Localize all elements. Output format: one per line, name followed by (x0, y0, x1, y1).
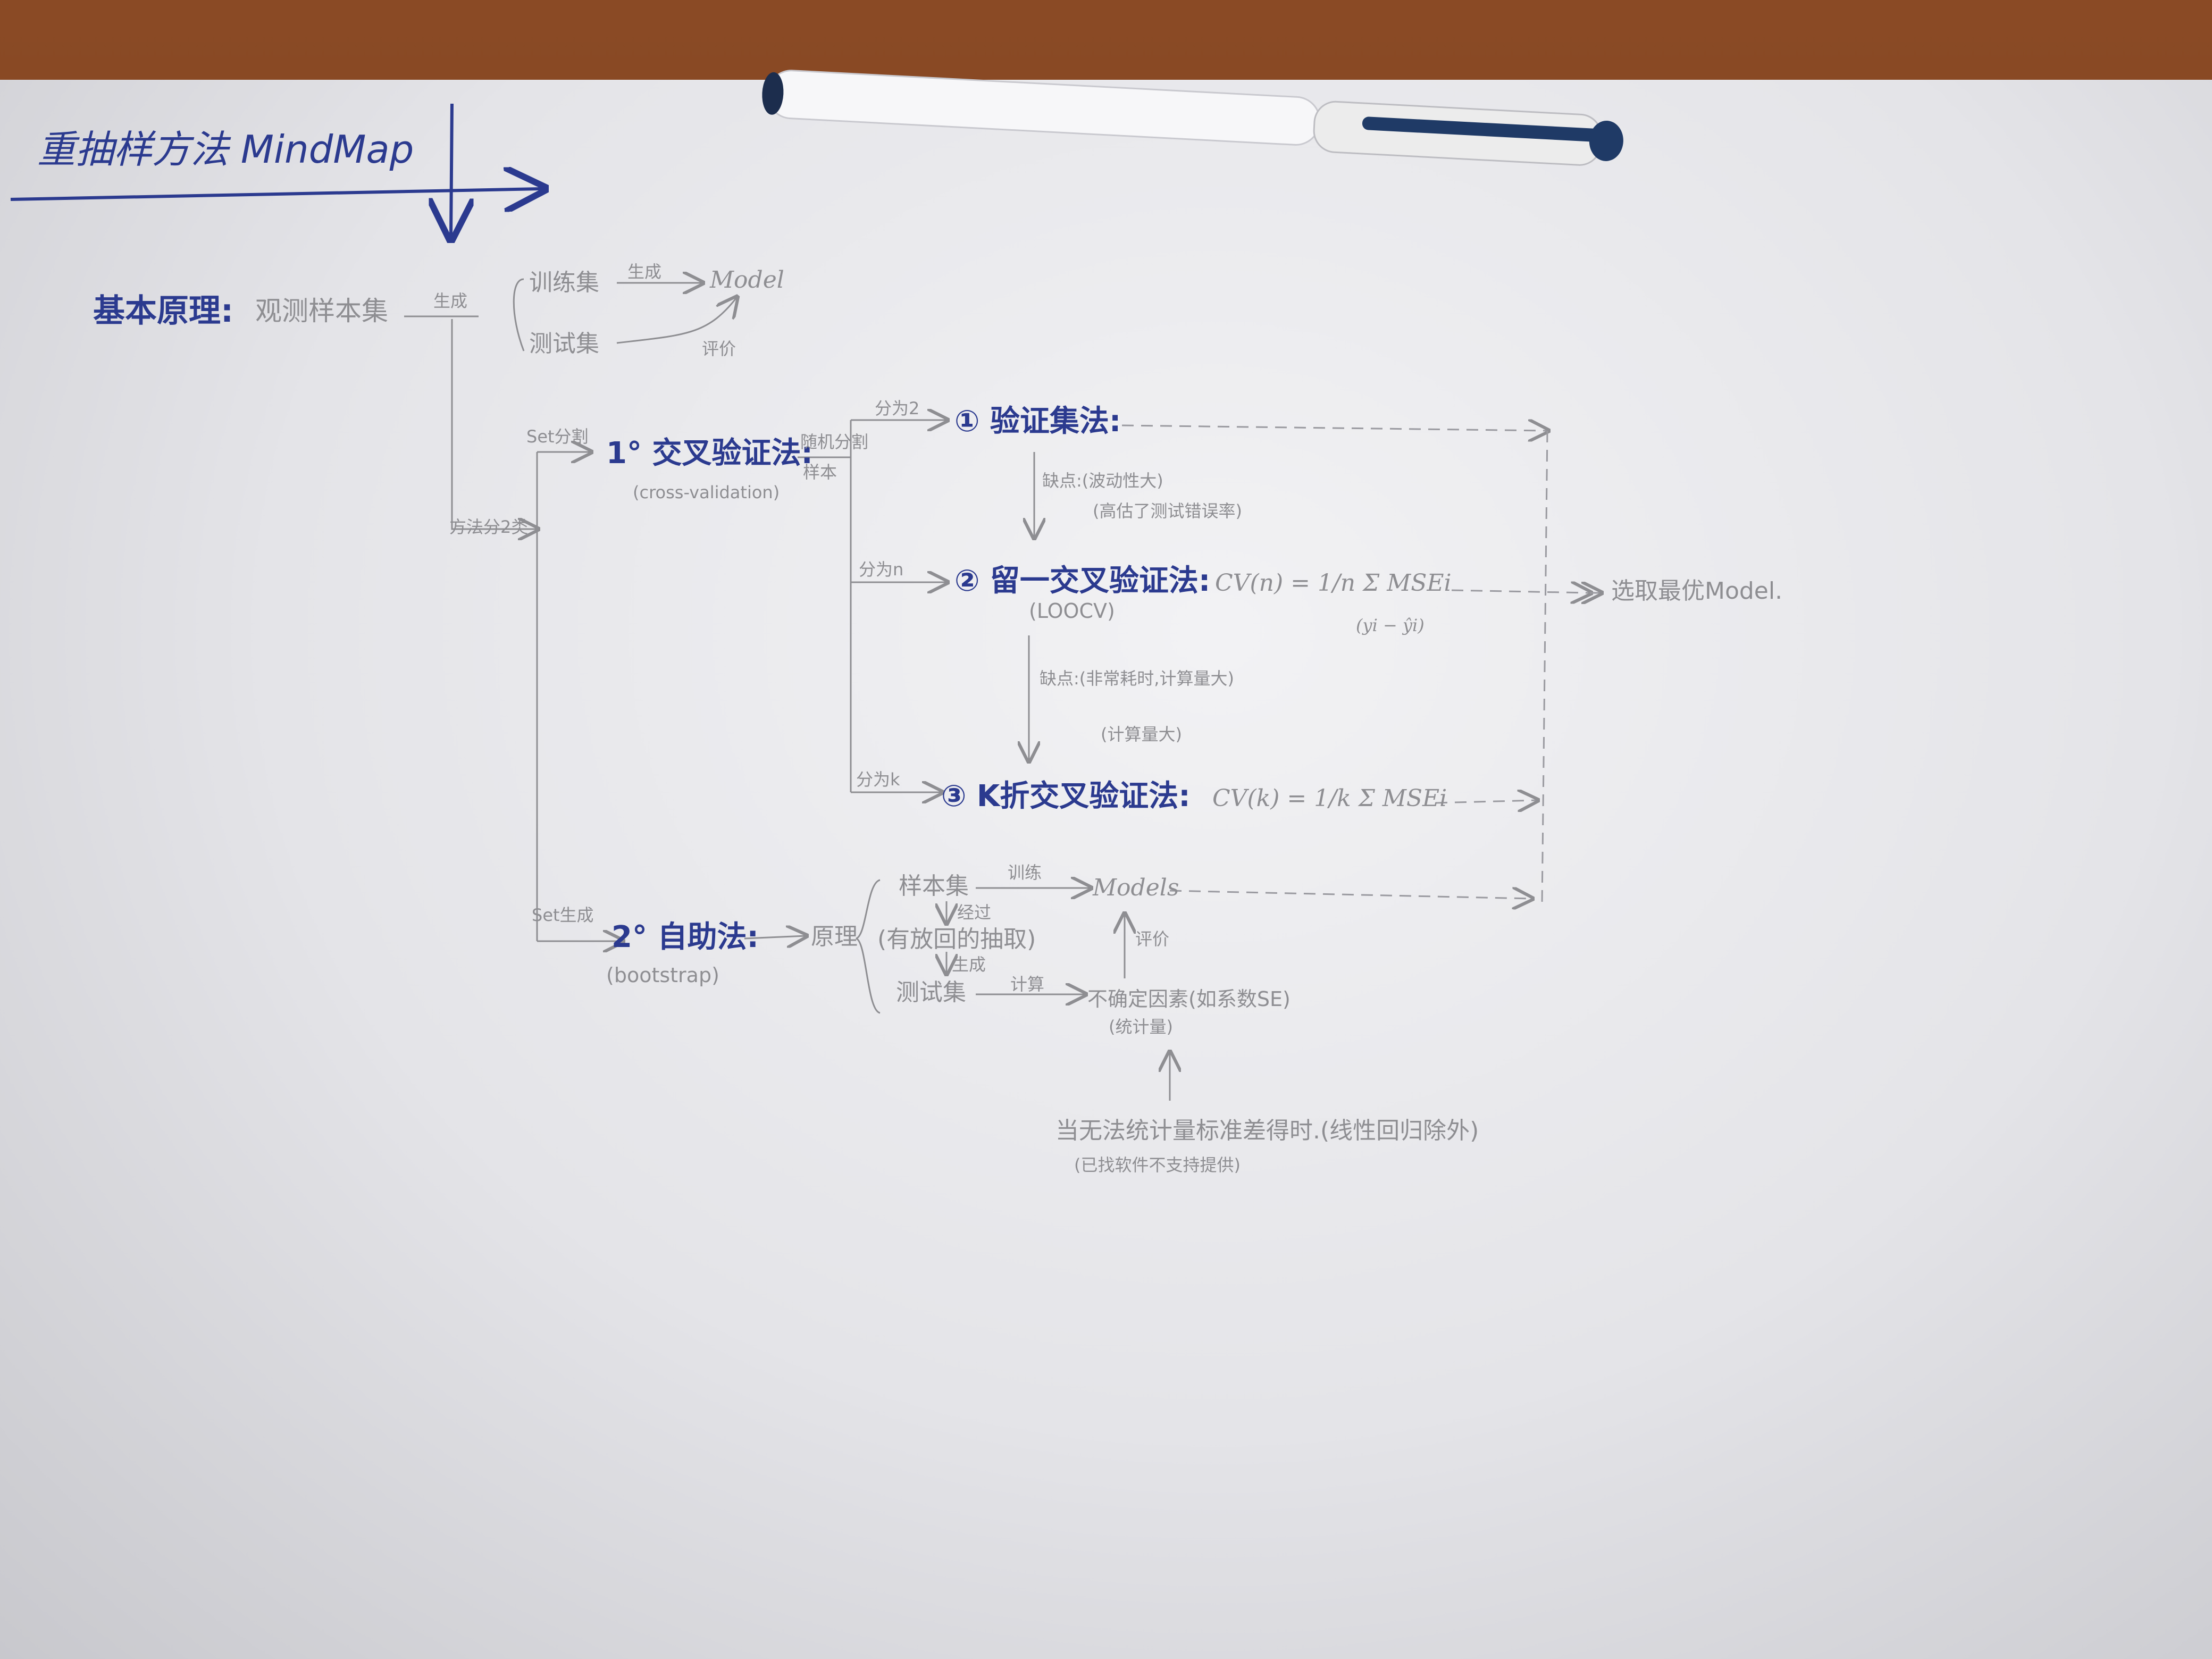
bootstrap-compute: 计算 (1010, 974, 1045, 994)
model-node: Model (710, 266, 784, 294)
bootstrap-with-replacement: (有放回的抽取) (877, 926, 1036, 953)
generate-label: 生成 (433, 291, 468, 311)
loocv-abbr: (LOOCV) (1029, 599, 1115, 623)
loocv-method: ② 留一交叉验证法: (954, 564, 1211, 598)
methods-two-label: 方法分2类 (449, 517, 529, 537)
bootstrap-statistic: (统计量) (1109, 1017, 1173, 1037)
set-split-label: Set分割 (526, 426, 589, 447)
validation-set-method: ① 验证集法: (954, 404, 1121, 439)
kfold-branch-label: 分为k (856, 769, 900, 790)
basic-principle-label: 基本原理: (93, 292, 233, 330)
validation-drawback-1: 缺点:(波动性大) (1042, 471, 1163, 491)
cv-title: 1° 交叉验证法: (606, 436, 813, 471)
cv-subtitle: (cross-validation) (633, 482, 780, 502)
bootstrap-title: 2° 自助法: (611, 920, 759, 954)
observed-sample-set: 观测样本集 (255, 296, 388, 326)
best-model-label: 选取最优Model. (1611, 577, 1783, 605)
kfold-method: ③ K折交叉验证法: (941, 779, 1191, 814)
bootstrap-test-set: 测试集 (896, 979, 966, 1006)
bootstrap-generate: 生成 (952, 954, 986, 975)
kfold-formula: CV(k) = 1/k Σ MSEi (1212, 785, 1447, 812)
evaluate-label: 评价 (702, 339, 736, 359)
bootstrap-uncertainty: 不确定因素(如系数SE) (1087, 987, 1291, 1011)
bootstrap-note-2: (已找软件不支持提供) (1074, 1155, 1241, 1175)
bootstrap-via: 经过 (957, 902, 992, 923)
validation-drawback-2: (高估了测试错误率) (1093, 501, 1242, 521)
validation-branch-label: 分为2 (875, 398, 920, 418)
page-title: 重抽样方法 MindMap (37, 127, 414, 172)
bootstrap-train: 训练 (1008, 862, 1042, 883)
loocv-drawback-2: (计算量大) (1101, 724, 1182, 744)
train-set: 训练集 (529, 269, 599, 296)
loocv-formula: CV(n) = 1/n Σ MSEi (1215, 569, 1452, 597)
bootstrap-evaluate: 评价 (1135, 929, 1170, 949)
cv-split-label: 随机分割 (800, 432, 869, 452)
generate2-label: 生成 (627, 262, 662, 282)
loocv-branch-label: 分为n (859, 559, 904, 580)
loocv-drawback-1: 缺点:(非常耗时,计算量大) (1040, 668, 1234, 689)
bootstrap-sample-set: 样本集 (899, 873, 969, 900)
bootstrap-note-1: 当无法统计量标准差得时.(线性回归除外) (1055, 1117, 1479, 1144)
cv-split-label2: 样本 (803, 462, 837, 482)
paper-sheet (0, 80, 2212, 1659)
bootstrap-principle: 原理 (811, 923, 858, 950)
test-set: 测试集 (529, 330, 599, 357)
bootstrap-models: Models (1093, 874, 1179, 901)
loocv-note: (yi − ŷi) (1356, 615, 1425, 635)
set-generate-label: Set生成 (532, 905, 594, 925)
bootstrap-subtitle: (bootstrap) (606, 963, 719, 987)
